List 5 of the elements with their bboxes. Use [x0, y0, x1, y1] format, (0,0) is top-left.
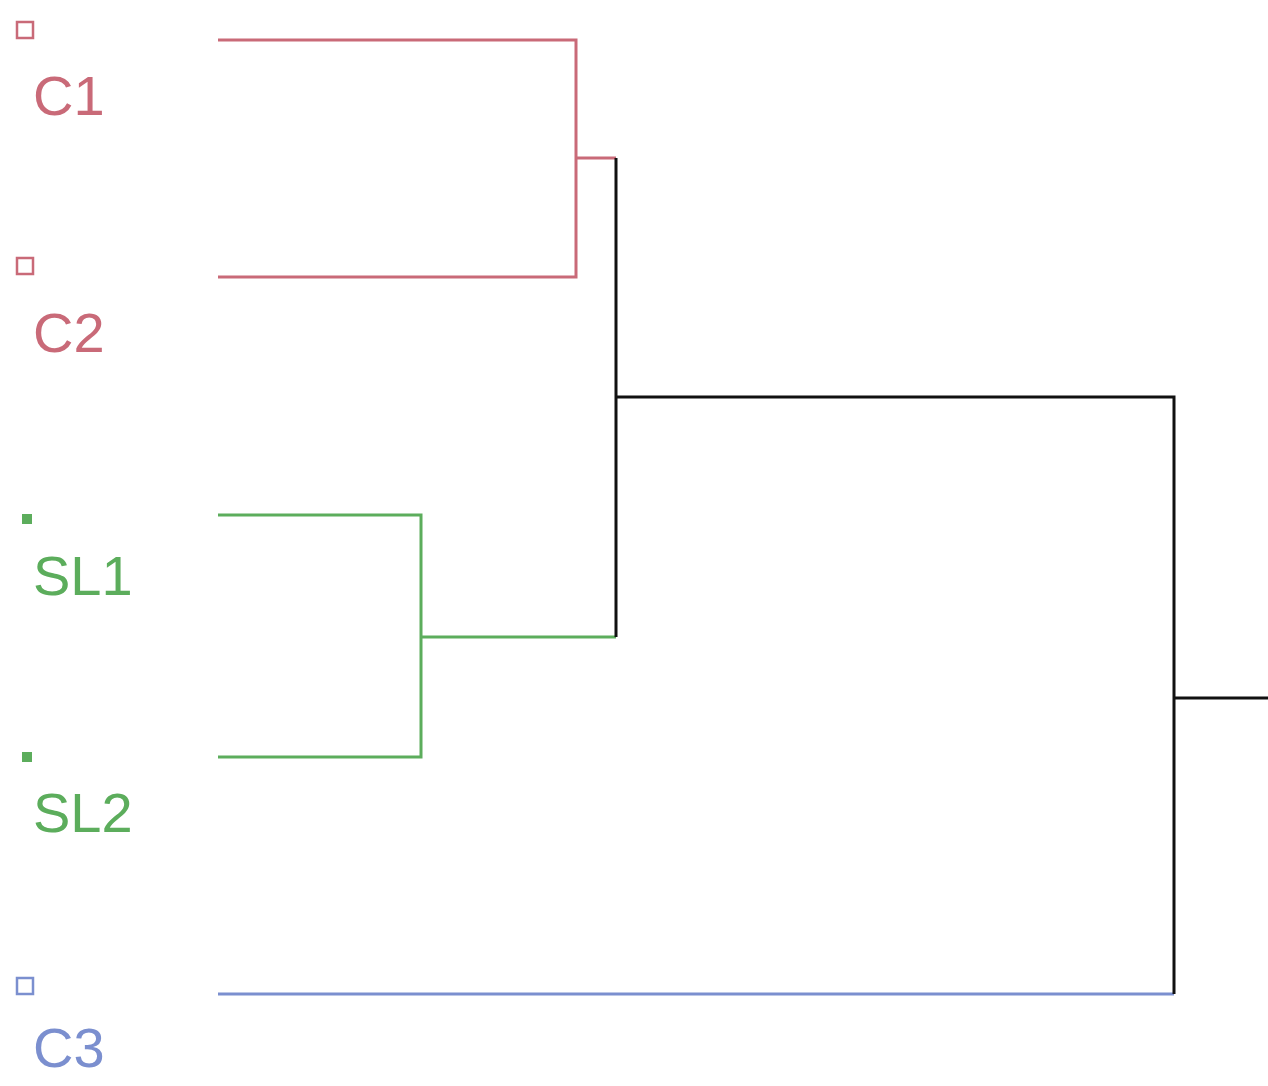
- leaf-label: SL2: [33, 785, 133, 841]
- leaf-label: C3: [33, 1020, 105, 1076]
- leaf-label: C1: [33, 68, 105, 124]
- leaf-label: C2: [33, 305, 105, 361]
- leaf-label: SL1: [33, 548, 133, 604]
